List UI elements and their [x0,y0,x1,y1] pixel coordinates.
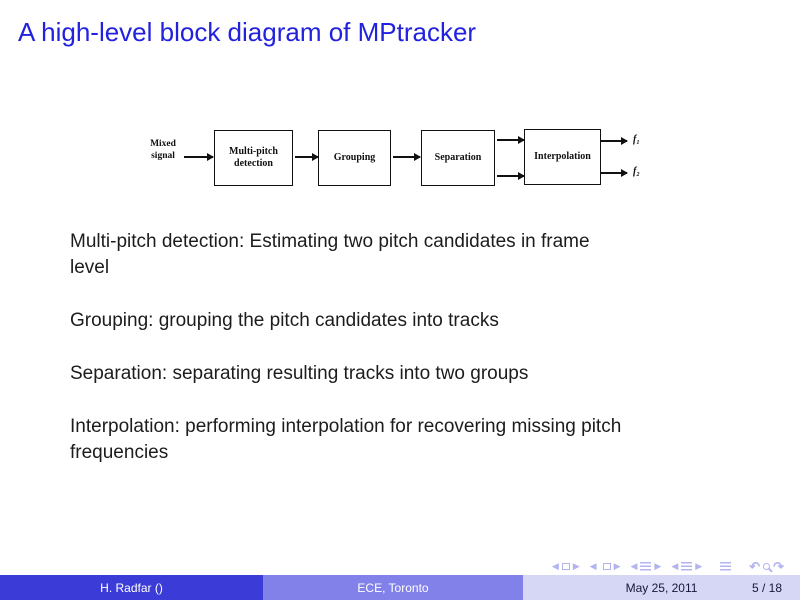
footer-date-cell: May 25, 2011 5 / 18 [523,575,800,600]
paragraph-line: frequencies [70,442,169,463]
footer-date: May 25, 2011 [625,580,698,595]
nav-frame-icon[interactable] [599,563,611,575]
nav-next-section-icon[interactable]: ▶ [654,561,662,571]
diagram-input-label: Mixed signal [150,139,176,161]
diagram-output-label-f1: f₁ [633,134,640,145]
arrow-input [184,153,214,160]
diagram-block-multi-pitch-detection: Multi-pitch detection [214,130,293,186]
footer-page-number: 5 / 18 [751,580,782,595]
footline: H. Radfar () ECE, Toronto May 25, 2011 5… [0,575,800,600]
nav-subsection-group: ◀ ▶ [671,562,702,571]
nav-next-slide-icon[interactable]: ▶ [572,561,580,571]
nav-history-forward-icon[interactable]: ↷ [773,559,784,574]
navigation-bar: ◀ ▶ ◀ ▶ ◀ ▶ ◀ ▶ ↶ ↷ [546,560,784,575]
arrow-separation-to-interpolation-top [497,136,525,143]
footer-author-cell: H. Radfar () [0,575,263,600]
arrow-detection-to-grouping [295,153,319,160]
nav-slide-icon[interactable] [561,563,570,570]
nav-next-subsection-icon[interactable]: ▶ [695,561,703,571]
slide-title: A high-level block diagram of MPtracker [18,17,477,47]
diagram-block-separation: Separation [421,130,495,186]
paragraph-line: Interpolation: performing interpolation … [70,416,622,437]
body-text: Multi-pitch detection: Estimating two pi… [70,229,770,493]
nav-prev-slide-icon[interactable]: ◀ [551,561,559,571]
nav-section-icon[interactable] [640,562,652,571]
arrow-grouping-to-separation [393,153,421,160]
paragraph-line: Separation: separating resulting tracks … [70,363,529,384]
arrow-output-bottom [601,169,628,176]
arrow-separation-to-interpolation-bottom [497,172,525,179]
nav-history-group: ↶ ↷ [749,560,784,573]
diagram-block-interpolation: Interpolation [524,129,601,185]
nav-prev-frame-icon[interactable]: ◀ [589,561,597,571]
paragraph-grouping: Grouping: grouping the pitch candidates … [70,308,770,334]
nav-slide-group: ◀ ▶ [552,562,580,571]
nav-history-back-icon[interactable]: ↶ [749,559,761,574]
footer-author: H. Radfar () [100,580,163,595]
diagram-block-grouping: Grouping [318,130,391,186]
footer-institute: ECE, Toronto [357,580,429,595]
nav-subsection-icon[interactable] [681,562,693,571]
nav-prev-subsection-icon[interactable]: ◀ [671,561,679,571]
footer-institute-cell: ECE, Toronto [263,575,523,600]
paragraph-separation: Separation: separating resulting tracks … [70,361,770,387]
paragraph-line: level [70,257,110,278]
paragraph-line: Multi-pitch detection: Estimating two pi… [70,231,590,252]
nav-section-group: ◀ ▶ [630,561,662,571]
paragraph-interpolation: Interpolation: performing interpolation … [70,414,770,466]
nav-appendix-icon[interactable] [720,562,732,571]
block-diagram: Mixed signal Multi-pitch detection Group… [0,0,800,220]
arrow-output-top [601,137,628,144]
paragraph-multi-pitch-detection: Multi-pitch detection: Estimating two pi… [70,229,770,281]
nav-prev-section-icon[interactable]: ◀ [630,561,638,571]
diagram-output-label-f2: f₂ [633,166,640,177]
paragraph-line: Grouping: grouping the pitch candidates … [70,310,499,331]
nav-next-frame-icon[interactable]: ▶ [613,561,621,571]
nav-search-icon[interactable] [763,563,771,570]
nav-frame-group: ◀ ▶ [589,561,621,575]
nav-appendix-group [720,562,732,571]
